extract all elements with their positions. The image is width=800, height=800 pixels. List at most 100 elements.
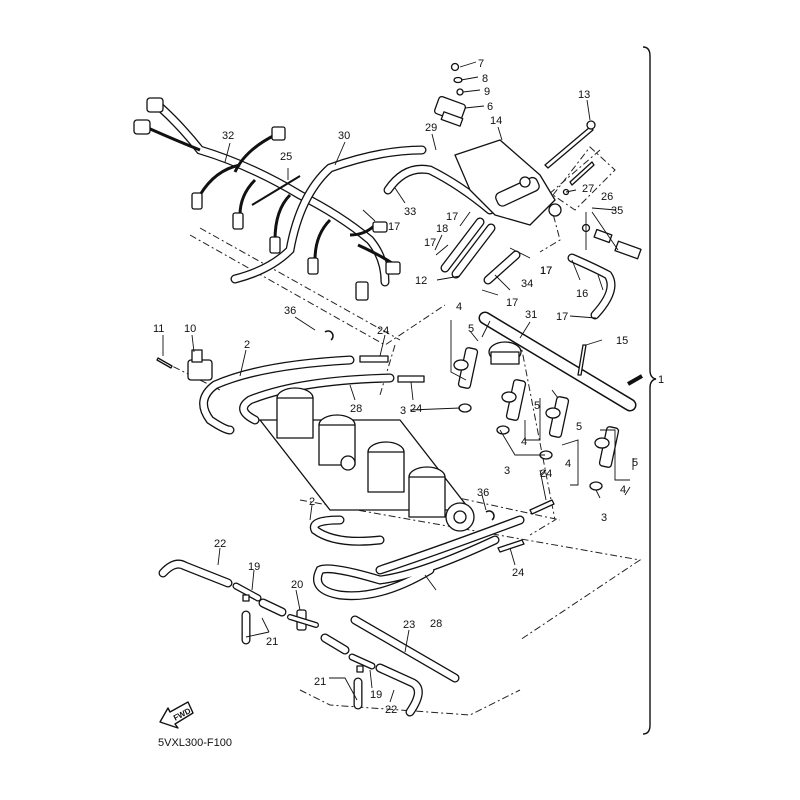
connector <box>307 257 319 275</box>
injector <box>594 426 620 468</box>
connector <box>232 212 244 230</box>
connector <box>133 119 151 135</box>
callout-24: 24 <box>377 325 389 337</box>
connector <box>269 236 281 254</box>
fuel-pressure-regulator-block <box>454 139 562 226</box>
grommet <box>589 481 603 491</box>
throttle-body <box>259 387 475 532</box>
connector <box>191 192 203 210</box>
callout-8: 8 <box>482 73 488 85</box>
hose-33 <box>383 164 495 215</box>
hose-28 <box>239 373 395 425</box>
tee-19-right <box>348 653 376 673</box>
callout-5: 5 <box>534 400 540 412</box>
callout-4: 4 <box>456 301 462 313</box>
clip-36 <box>324 330 334 341</box>
callout-33: 33 <box>404 206 416 218</box>
callout-36: 36 <box>284 305 296 317</box>
callout-35: 35 <box>611 205 623 217</box>
bolt-24 <box>359 355 389 363</box>
clip-36 <box>485 510 495 521</box>
callout-22: 22 <box>385 704 397 716</box>
callout-21: 21 <box>266 636 278 648</box>
callout-6: 6 <box>487 101 493 113</box>
callout-36: 36 <box>477 487 489 499</box>
assembly-bracket <box>642 46 657 735</box>
callout-4: 4 <box>620 484 626 496</box>
washer-9 <box>456 88 464 96</box>
callout-30: 30 <box>338 130 350 142</box>
hose-23 <box>350 615 460 683</box>
callout-28: 28 <box>350 403 362 415</box>
hose-18 <box>440 217 496 279</box>
tee-19-left <box>232 582 262 602</box>
callout-5: 5 <box>576 421 582 433</box>
callout-2: 2 <box>309 496 315 508</box>
leader-lines <box>162 61 634 703</box>
callout-25: 25 <box>280 151 292 163</box>
fitting-20 <box>287 609 319 631</box>
callout-28: 28 <box>430 618 442 630</box>
hose-30 <box>230 145 427 284</box>
callout-7: 7 <box>478 58 484 70</box>
connector <box>271 126 286 141</box>
hose-21-right <box>320 633 363 710</box>
callout-18: 18 <box>436 223 448 235</box>
callout-3: 3 <box>504 465 510 477</box>
callout-17: 17 <box>556 311 568 323</box>
drawing-code: 5VXL300-F100 <box>158 737 232 749</box>
grommet <box>458 403 472 413</box>
hose-16 <box>567 253 616 320</box>
callout-14: 14 <box>490 115 502 127</box>
bolt-24 <box>497 539 525 553</box>
reference-lines <box>159 149 642 716</box>
connector <box>355 281 369 301</box>
callout-9: 9 <box>484 86 490 98</box>
hose-2-long <box>375 515 525 575</box>
callout-26: 26 <box>601 191 613 203</box>
callout-10: 10 <box>184 323 196 335</box>
injector <box>501 379 527 421</box>
bolt-24 <box>397 375 425 383</box>
connector <box>372 221 388 233</box>
kit-26-box <box>552 146 616 211</box>
washer-8 <box>453 76 463 84</box>
callout-3: 3 <box>400 405 406 417</box>
hose-2 <box>199 355 355 435</box>
callout-27: 27 <box>582 183 594 195</box>
callout-2: 2 <box>244 339 250 351</box>
callout-17: 17 <box>506 297 518 309</box>
callout-24: 24 <box>512 567 524 579</box>
callout-29: 29 <box>425 122 437 134</box>
callout-15: 15 <box>616 335 628 347</box>
callout-12: 12 <box>415 275 427 287</box>
bolt-11 <box>156 357 173 369</box>
hose-28-lower <box>313 535 500 601</box>
connector <box>385 261 401 275</box>
hose-2-lower <box>309 515 385 546</box>
hose-22-right <box>375 663 423 717</box>
hose-21-left <box>241 598 287 645</box>
bolt-7 <box>450 62 460 72</box>
callout-11: 11 <box>153 323 164 335</box>
callout-labels: 1 2 2 3 3 3 4 4 4 4 5 5 5 5 6 7 8 9 10 1… <box>153 58 664 716</box>
callout-17: 17 <box>540 265 552 277</box>
callout-4: 4 <box>565 458 571 470</box>
callout-24: 24 <box>410 403 422 415</box>
callout-3: 3 <box>601 512 607 524</box>
callout-1: 1 <box>658 374 664 386</box>
injector <box>453 347 479 389</box>
connector <box>146 97 164 113</box>
callout-23: 23 <box>403 619 415 631</box>
grommet <box>496 425 510 435</box>
injector <box>545 396 570 438</box>
callout-16: 16 <box>576 288 588 300</box>
sensor-10 <box>187 359 213 381</box>
rod-25 <box>251 175 301 206</box>
wire-harness <box>133 97 401 301</box>
callout-13: 13 <box>578 89 590 101</box>
callout-17: 17 <box>388 221 400 233</box>
callout-22: 22 <box>214 538 226 550</box>
callout-19: 19 <box>370 689 382 701</box>
callout-5: 5 <box>468 323 474 335</box>
